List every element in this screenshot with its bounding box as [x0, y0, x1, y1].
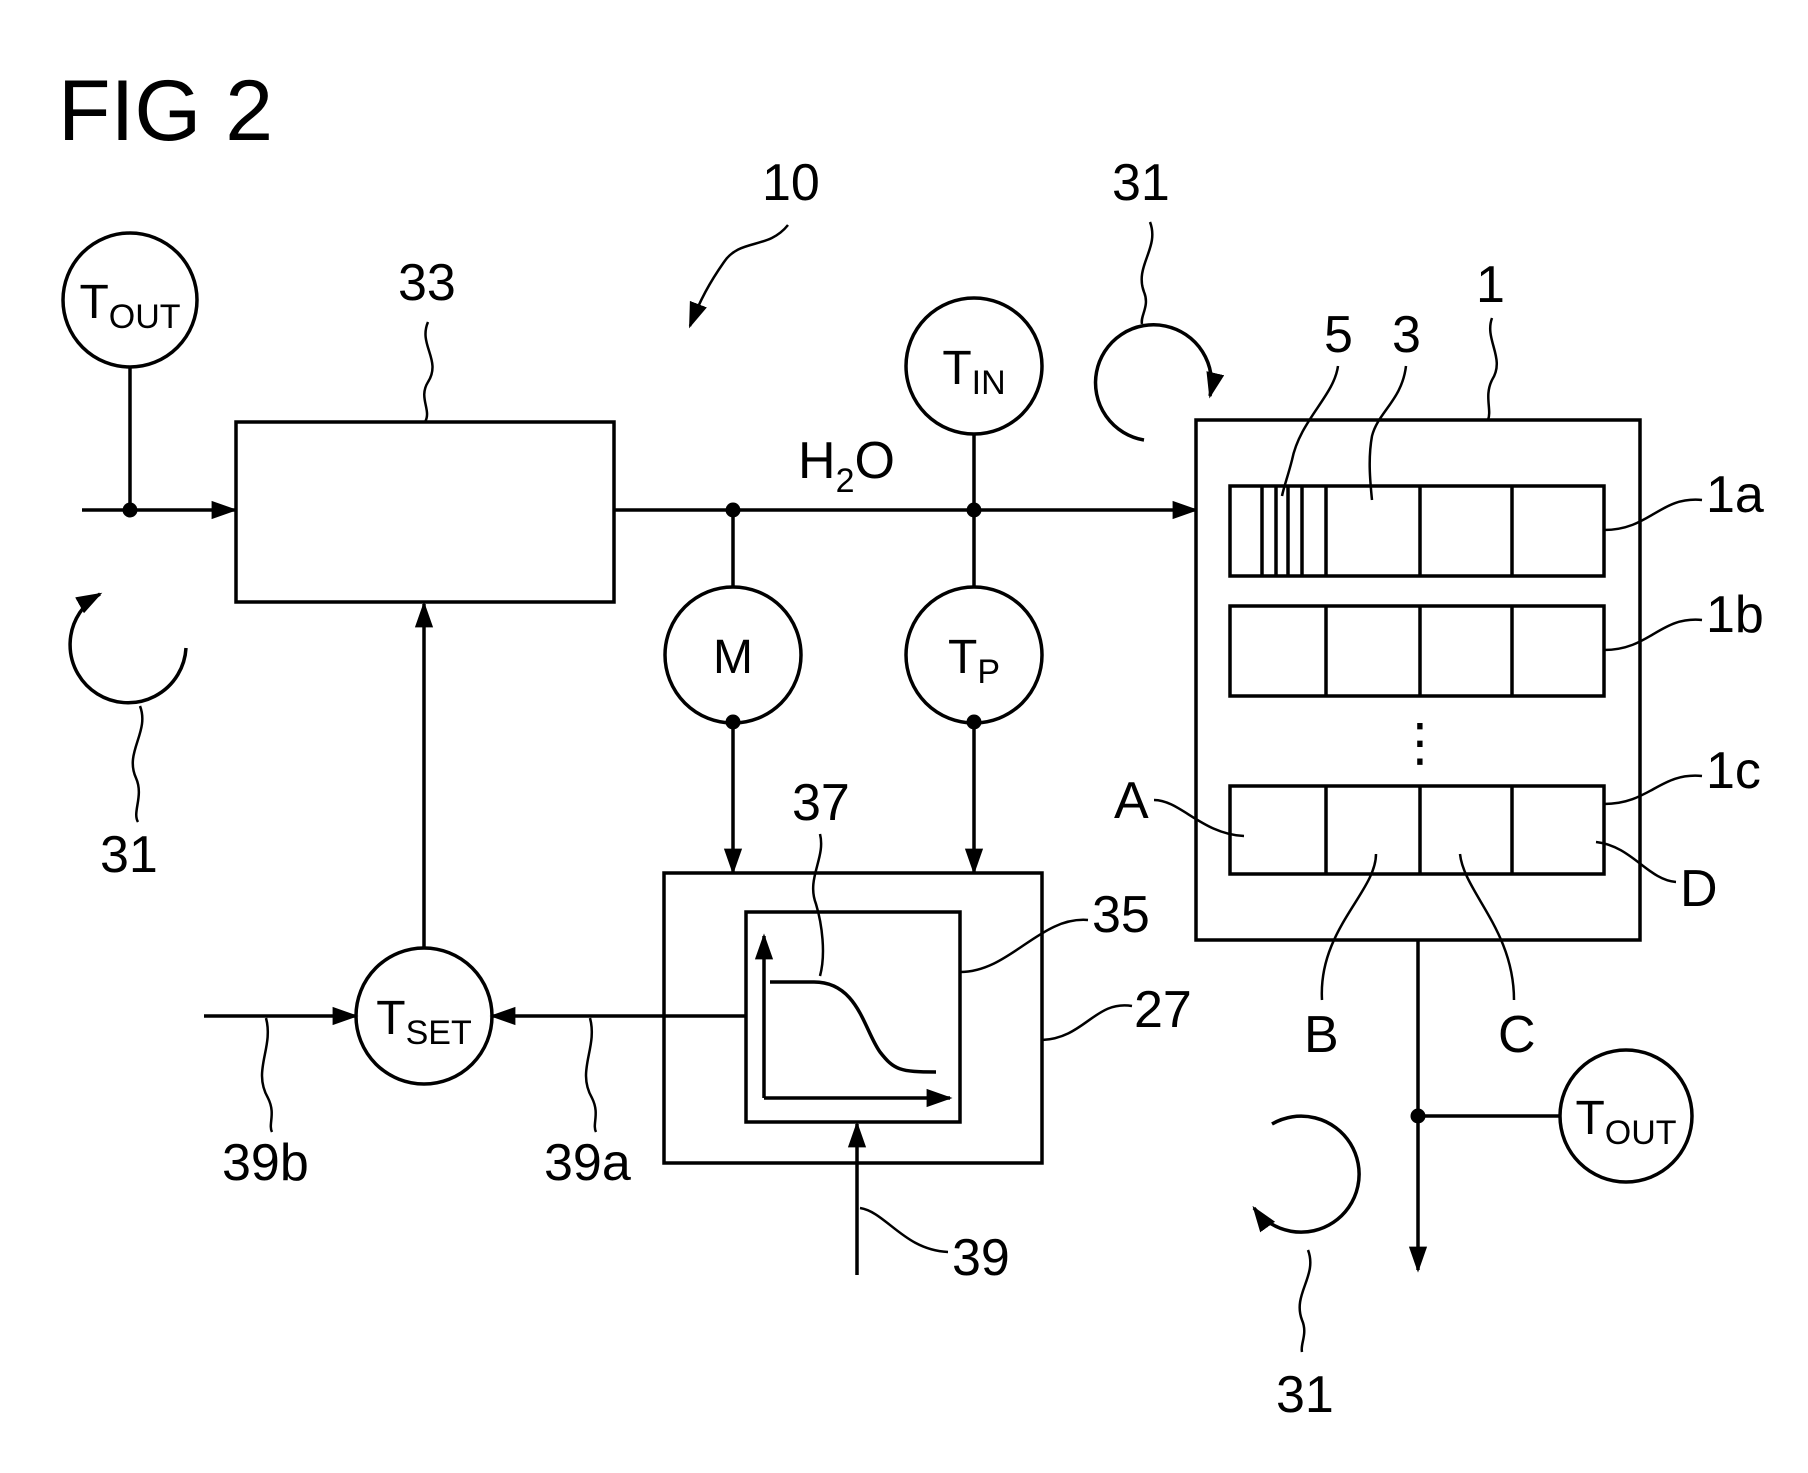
row-1a	[1228, 484, 1606, 578]
sensor-subscript: SET	[406, 1014, 472, 1052]
cell-d-leader	[1595, 840, 1677, 884]
sensor-subscript: OUT	[1605, 1114, 1677, 1152]
row-ellipsis: ⋮	[1394, 714, 1446, 772]
circulation-leader-bottom	[1298, 1249, 1312, 1353]
sensor-symbol: T	[948, 631, 977, 684]
sensor-symbol: T	[79, 276, 108, 329]
circulation-arrow-left	[68, 592, 188, 705]
t-out-sensor-left: TOUT	[61, 231, 199, 369]
signal-39a-leader	[584, 1017, 598, 1133]
inner-box-leader	[959, 918, 1089, 974]
t-in-sensor: TIN	[904, 296, 1044, 436]
svg-text:TIN: TIN	[942, 342, 1005, 402]
cell-a-label: A	[1114, 772, 1149, 830]
module-label: 1	[1476, 256, 1505, 314]
row-1b-leader	[1603, 618, 1703, 652]
element-5-leader	[1280, 365, 1340, 497]
junction-dot	[122, 502, 138, 518]
signal-39b-leader	[260, 1017, 274, 1133]
svg-text:TOUT: TOUT	[79, 276, 180, 336]
row-1b-label: 1b	[1706, 586, 1764, 644]
svg-text:TP: TP	[948, 631, 1000, 691]
system-leader-arrow	[688, 224, 789, 329]
signal-39a-label: 39a	[544, 1134, 631, 1192]
controller-box	[234, 420, 616, 604]
element-5-label: 5	[1324, 306, 1353, 364]
controller-label: 33	[398, 254, 456, 312]
figure-title: FIG 2	[58, 63, 273, 159]
mass-flow-sensor: M	[663, 585, 803, 725]
sensor-symbol: M	[713, 631, 753, 684]
row-1c-label: 1c	[1706, 742, 1761, 800]
module-leader	[1486, 317, 1498, 421]
circulation-label-left: 31	[100, 826, 158, 884]
row-1c	[1228, 784, 1606, 876]
row-1c-leader	[1603, 774, 1703, 806]
cell-c-label: C	[1498, 1006, 1536, 1064]
cell-b-leader	[1320, 853, 1378, 1001]
signal-39-leader	[859, 1206, 949, 1254]
sensor-subscript: P	[977, 653, 1000, 691]
circulation-label-top: 31	[1112, 154, 1170, 212]
t-set-setpoint: TSET	[354, 946, 494, 1086]
row-1a-leader	[1603, 498, 1703, 532]
svg-text:TSET: TSET	[376, 992, 471, 1052]
inner-box-label: 35	[1092, 886, 1150, 944]
t-p-sensor: TP	[904, 585, 1044, 725]
sensor-symbol: T	[376, 992, 405, 1045]
system-label: 10	[762, 154, 820, 212]
sensor-symbol: T	[1575, 1092, 1604, 1145]
t-out-sensor-right: TOUT	[1558, 1048, 1694, 1184]
circulation-leader-left	[131, 705, 144, 823]
cell-b-label: B	[1304, 1006, 1339, 1064]
water-subscript-2: 2	[836, 462, 855, 500]
element-3-leader	[1368, 365, 1408, 501]
cell-a-leader	[1153, 798, 1245, 838]
circulation-arrow-top	[1093, 323, 1225, 442]
cell-d-label: D	[1680, 860, 1718, 918]
water-h: H	[798, 432, 836, 490]
graph-label: 37	[792, 774, 850, 832]
circulation-label-bottom: 31	[1276, 1366, 1334, 1424]
svg-text:TOUT: TOUT	[1575, 1092, 1676, 1152]
characteristic-curve	[770, 980, 937, 1074]
controller-leader	[423, 321, 434, 423]
outer-box-label: 27	[1134, 981, 1192, 1039]
characteristic-box	[744, 910, 962, 1124]
row-1a-label: 1a	[1706, 466, 1764, 524]
signal-39-label: 39	[952, 1229, 1010, 1287]
circulation-leader-top	[1140, 221, 1154, 325]
water-o: O	[854, 432, 894, 490]
row-1b	[1228, 604, 1606, 698]
signal-39b-label: 39b	[222, 1134, 309, 1192]
sensor-subscript: OUT	[109, 298, 181, 336]
graph-leader	[811, 833, 825, 977]
outer-box-leader	[1041, 1004, 1133, 1042]
element-3-label: 3	[1392, 306, 1421, 364]
cell-c-leader	[1458, 853, 1516, 1001]
sensor-symbol: T	[942, 342, 971, 395]
circulation-arrow-bottom	[1252, 1114, 1361, 1234]
sensor-subscript: IN	[972, 364, 1006, 402]
water-label: H2O	[798, 432, 895, 500]
